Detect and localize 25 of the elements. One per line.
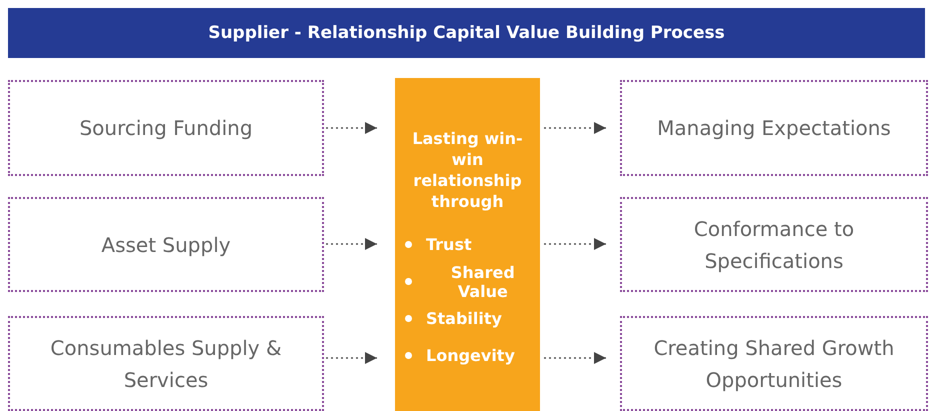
arrow [544,238,606,250]
process-box [620,316,928,411]
process-box [8,80,324,176]
box-label: Consumables Supply & Services [49,334,283,394]
arrow [544,352,606,364]
box-label: Asset Supply [101,232,231,258]
box-label: Sourcing Funding [79,115,253,142]
process-box [8,197,324,292]
arrow [326,122,377,134]
bullet-text: Longevity [426,346,515,365]
arrow [544,122,606,134]
arrow [326,352,377,364]
bullet-text: Stability [426,309,502,328]
title-banner: Supplier - Relationship Capital Value Building Process [8,8,925,58]
box-label: Managing Expectations [657,115,891,142]
bullet-text: Shared Value [450,262,516,300]
process-box [620,80,928,176]
bullet-text: Trust [426,235,472,254]
process-box [8,316,324,411]
arrow [326,238,377,250]
box-label: Creating Shared Growth Opportunities [652,334,896,394]
highlight-panel [395,78,540,411]
box-label: Conformance to Specifications [692,216,856,274]
panel-heading: Lasting win-win relationship through [411,128,524,212]
process-box [620,197,928,292]
